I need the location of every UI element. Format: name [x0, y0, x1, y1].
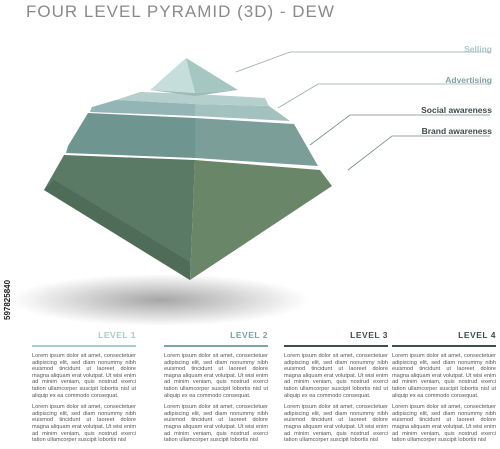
level-2-text-a: Lorem ipsum dolor sit amet, consectetuer… [164, 353, 268, 399]
callout-advertising: Advertising [445, 75, 492, 85]
levels-section: LEVEL 1 Lorem ipsum dolor sit amet, cons… [30, 330, 500, 443]
level-1-label: LEVEL 1 [98, 330, 136, 340]
level-1-column: LEVEL 1 Lorem ipsum dolor sit amet, cons… [32, 330, 136, 449]
tier-1-right-face [186, 58, 238, 93]
tier-2-right-face [195, 104, 290, 121]
level-1-bar [32, 345, 136, 347]
tier-2-upper [116, 92, 269, 106]
callout-social-awareness: Social awareness [421, 105, 492, 115]
level-3-text-b: Lorem ipsum dolor sit amet, consectetuer… [284, 404, 388, 444]
level-1-text-a: Lorem ipsum dolor sit amet, consectetuer… [32, 353, 136, 399]
level-2-column: LEVEL 2 Lorem ipsum dolor sit amet, cons… [164, 330, 268, 449]
level-4-column: LEVEL 4 Lorem ipsum dolor sit amet, cons… [392, 330, 496, 449]
level-4-bar [392, 345, 496, 347]
callout-line-1 [235, 51, 490, 73]
tier-1-left-face [150, 58, 195, 93]
callout-line-3 [309, 114, 490, 146]
level-4-text-b: Lorem ipsum dolor sit amet, consectetuer… [392, 404, 496, 444]
callout-selling: Selling [464, 44, 492, 54]
level-2-label: LEVEL 2 [230, 330, 268, 340]
tier-1-cap [150, 90, 238, 96]
level-4-label: LEVEL 4 [458, 330, 496, 340]
level-2-bar [164, 345, 268, 347]
level-1-text-b: Lorem ipsum dolor sit amet, consectetuer… [32, 404, 136, 444]
level-4-text-a: Lorem ipsum dolor sit amet, consectetuer… [392, 353, 496, 399]
level-3-text-a: Lorem ipsum dolor sit amet, consectetuer… [284, 353, 388, 399]
pyramid-shadow [10, 274, 310, 326]
tier-4-front-band [44, 180, 190, 280]
pyramid-diagram [10, 51, 490, 326]
level-3-label: LEVEL 3 [350, 330, 388, 340]
stock-image-id: 597825840 [3, 279, 12, 320]
callout-line-2 [277, 83, 490, 109]
level-3-column: LEVEL 3 Lorem ipsum dolor sit amet, cons… [284, 330, 388, 449]
callout-brand-awareness: Brand awareness [421, 126, 492, 136]
tier-3-left-face [66, 113, 195, 158]
level-2-text-b: Lorem ipsum dolor sit amet, consectetuer… [164, 404, 268, 444]
level-3-bar [284, 345, 388, 347]
tier-2-left-face [90, 100, 195, 116]
callout-line-4 [347, 135, 490, 171]
tier-4-right-face [190, 160, 332, 280]
page-title: FOUR LEVEL PYRAMID (3D) - DEW [26, 2, 335, 21]
tier-3-right-face [195, 118, 318, 166]
